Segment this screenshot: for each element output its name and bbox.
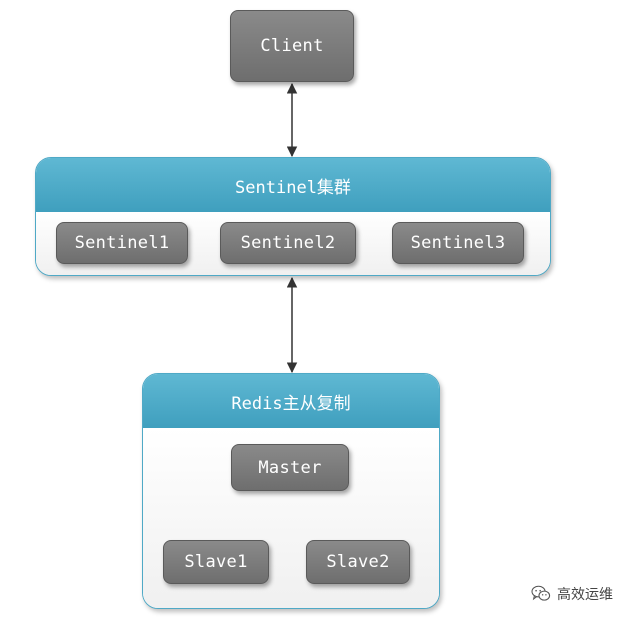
wechat-icon xyxy=(531,585,551,601)
sentinel3-node: Sentinel3 xyxy=(392,222,524,264)
master-label: Master xyxy=(258,457,322,478)
slave1-label: Slave1 xyxy=(184,552,248,572)
slave2-label: Slave2 xyxy=(326,552,390,572)
slave2-node: Slave2 xyxy=(306,540,410,584)
client-label: Client xyxy=(260,36,324,56)
watermark: 高效运维 xyxy=(531,584,613,604)
sentinel-cluster-header: Sentinel集群 xyxy=(36,158,550,212)
slave1-node: Slave1 xyxy=(163,540,269,584)
master-node: Master xyxy=(231,444,349,491)
sentinel-cluster-title: Sentinel集群 xyxy=(235,177,351,198)
sentinel2-label: Sentinel2 xyxy=(240,233,336,253)
redis-replication-header: Redis主从复制 xyxy=(143,374,439,428)
sentinel2-node: Sentinel2 xyxy=(220,222,356,264)
sentinel3-label: Sentinel3 xyxy=(410,233,506,253)
watermark-text: 高效运维 xyxy=(557,587,613,603)
sentinel1-label: Sentinel1 xyxy=(74,233,170,253)
sentinel1-node: Sentinel1 xyxy=(56,222,188,264)
redis-replication-title: Redis主从复制 xyxy=(231,393,351,414)
client-node: Client xyxy=(230,10,354,82)
